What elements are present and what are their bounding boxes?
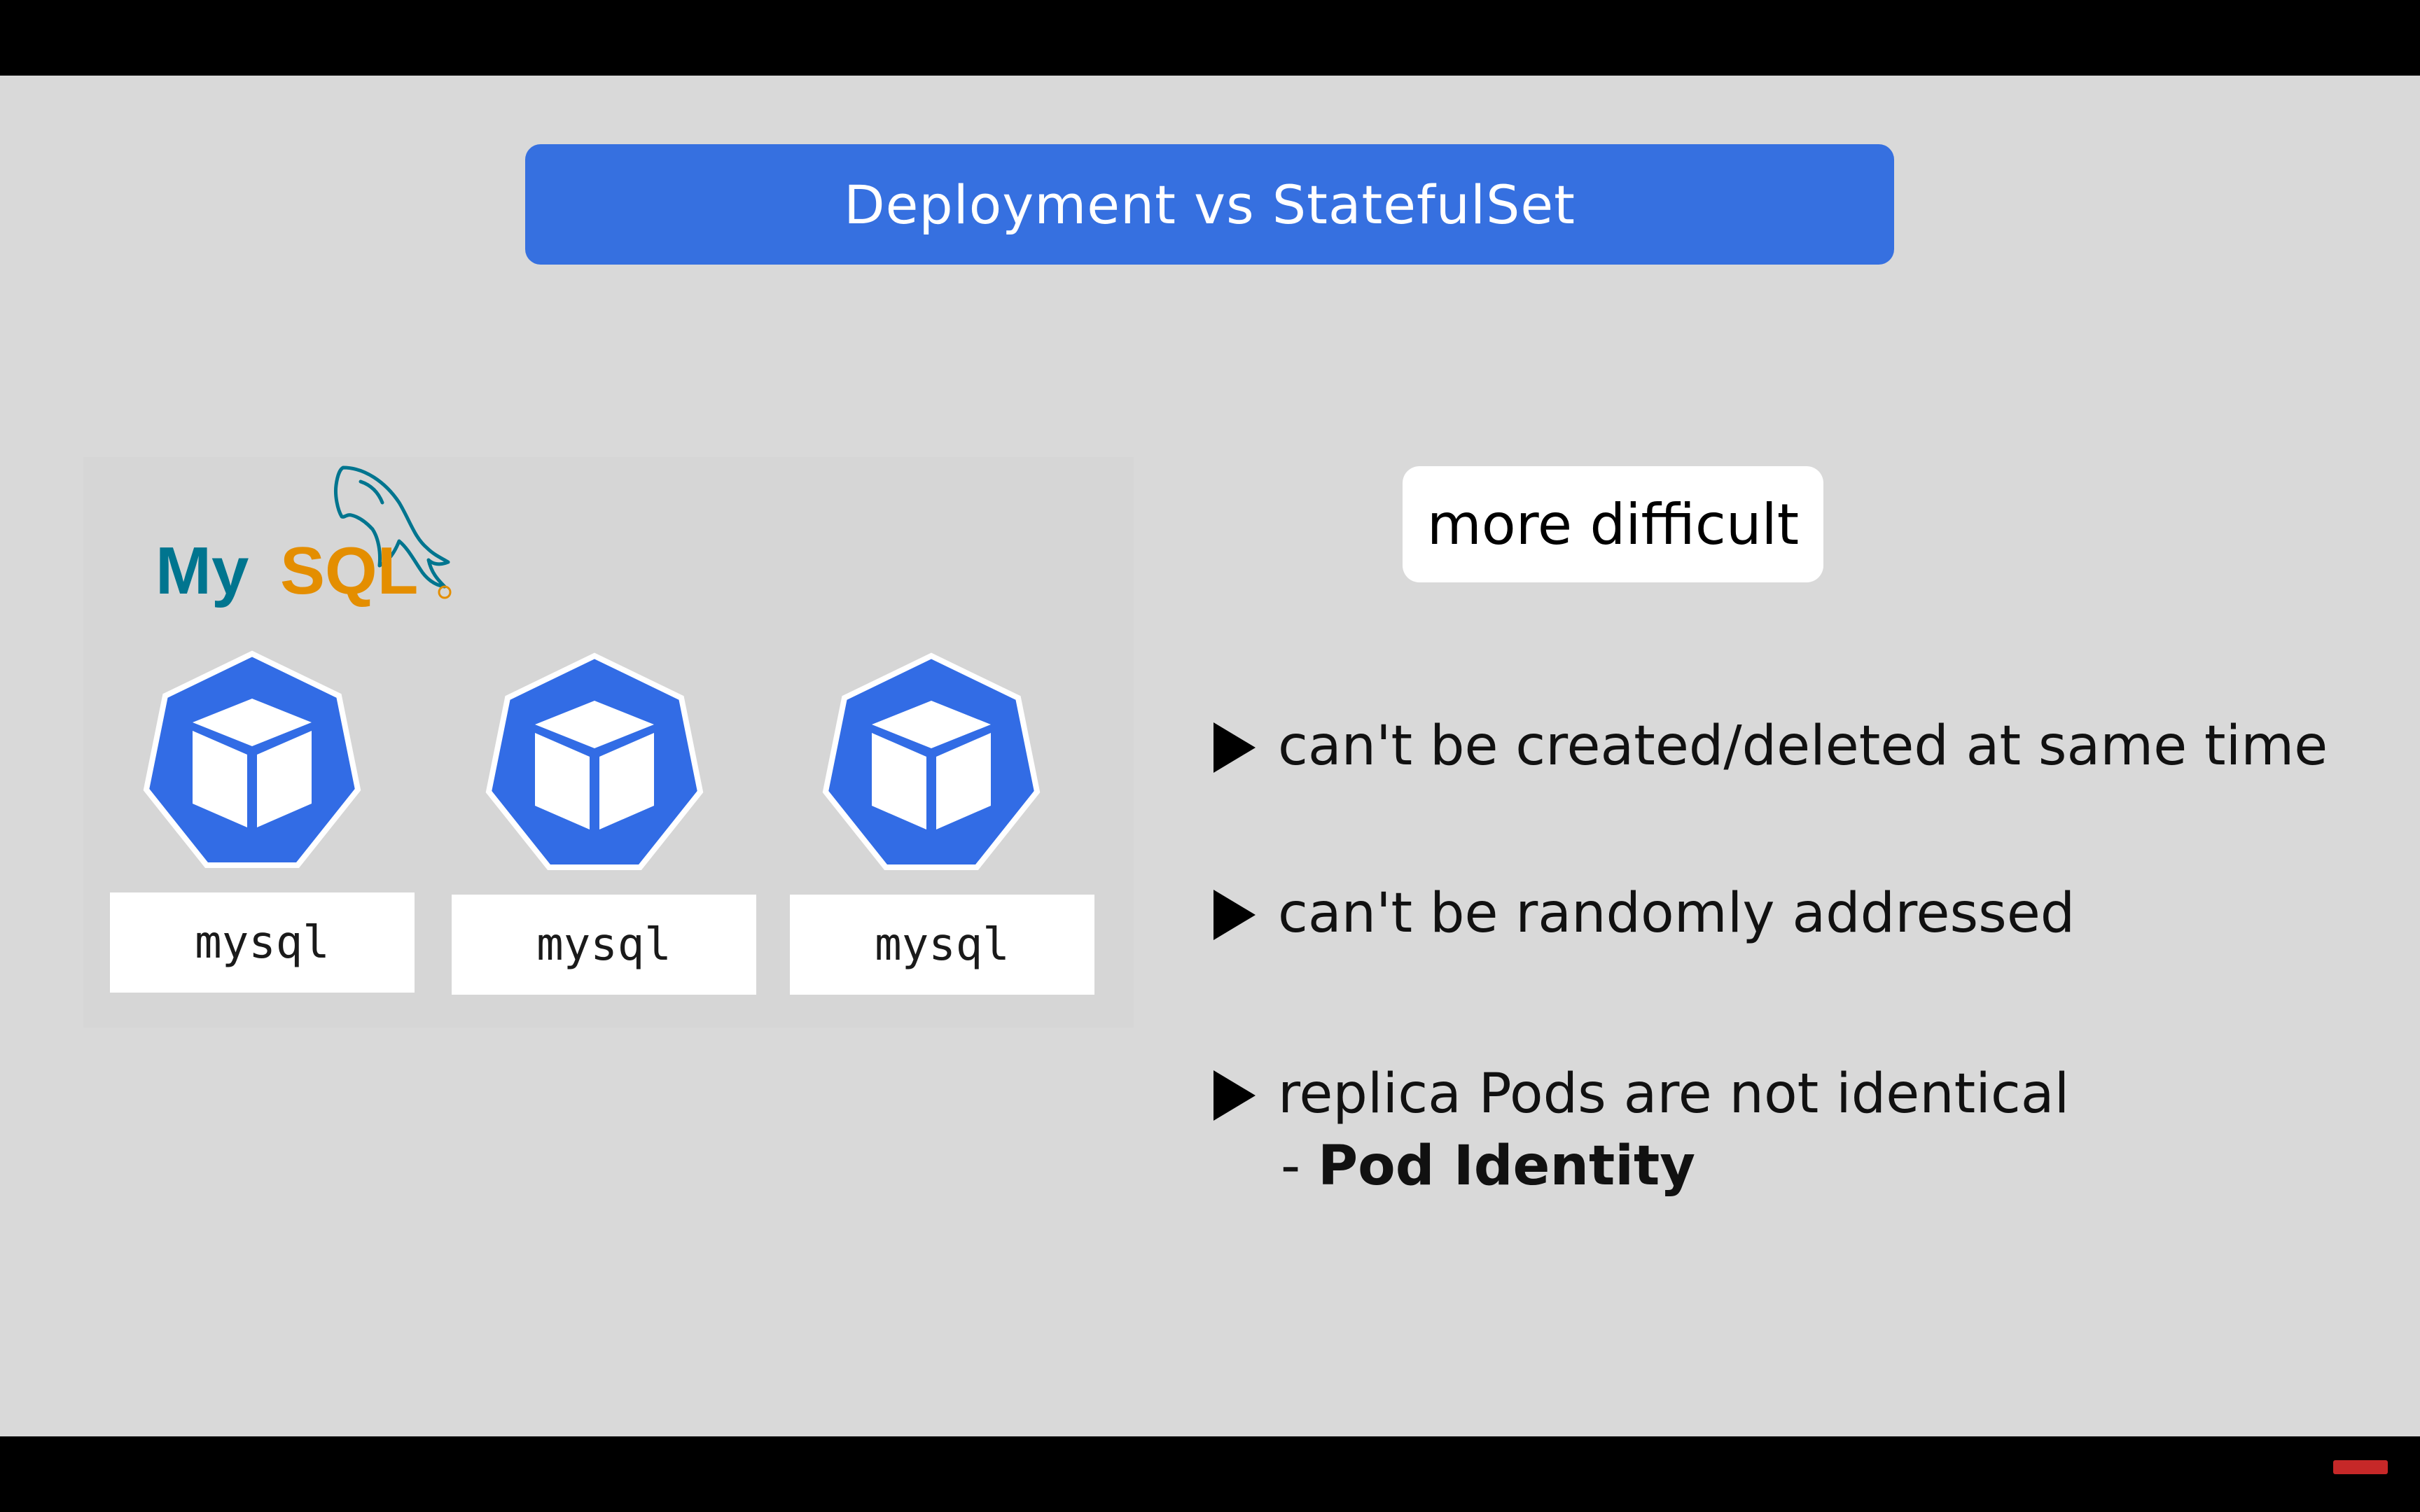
kubernetes-pod-icon bbox=[822, 652, 1041, 870]
bullet-item-3: replica Pods are not identical bbox=[1214, 1059, 2069, 1129]
pod-label-3: mysql bbox=[790, 895, 1094, 995]
play-arrow-icon bbox=[1214, 890, 1256, 940]
slide-title: Deployment vs StatefulSet bbox=[844, 173, 1576, 236]
bullet-text-1: can't be created/deleted at same time bbox=[1278, 715, 2328, 778]
bullet-item-2: can't be randomly addressed bbox=[1214, 878, 2075, 948]
bullet-text-3: replica Pods are not identical bbox=[1278, 1063, 2070, 1126]
mysql-logo-sql: SQL bbox=[280, 533, 418, 608]
pod-label-2: mysql bbox=[452, 895, 756, 995]
pod-identity-text: Pod Identity bbox=[1317, 1135, 1696, 1198]
sub-prefix: - bbox=[1281, 1135, 1318, 1198]
difficulty-badge: more difficult bbox=[1403, 466, 1823, 582]
mysql-logo: My SQL bbox=[155, 465, 452, 608]
letterbox-bottom bbox=[0, 1436, 2420, 1512]
pod-identity-line: - Pod Identity bbox=[1281, 1131, 1695, 1201]
bullet-text-2: can't be randomly addressed bbox=[1278, 882, 2075, 945]
title-banner: Deployment vs StatefulSet bbox=[525, 144, 1894, 265]
kubernetes-pod-icon bbox=[143, 650, 361, 868]
play-arrow-icon bbox=[1214, 1070, 1256, 1121]
mysql-dolphin-icon bbox=[334, 465, 450, 589]
play-arrow-icon bbox=[1214, 722, 1256, 773]
kubernetes-pod-icon bbox=[485, 652, 704, 870]
slide: Deployment vs StatefulSet My SQL mysql m… bbox=[0, 76, 2420, 1436]
mysql-logo-my: My bbox=[155, 533, 249, 608]
letterbox-top bbox=[0, 0, 2420, 76]
subscribe-badge-icon[interactable] bbox=[2333, 1460, 2388, 1474]
bullet-item-1: can't be created/deleted at same time bbox=[1214, 711, 2328, 781]
pod-label-1: mysql bbox=[110, 892, 415, 993]
